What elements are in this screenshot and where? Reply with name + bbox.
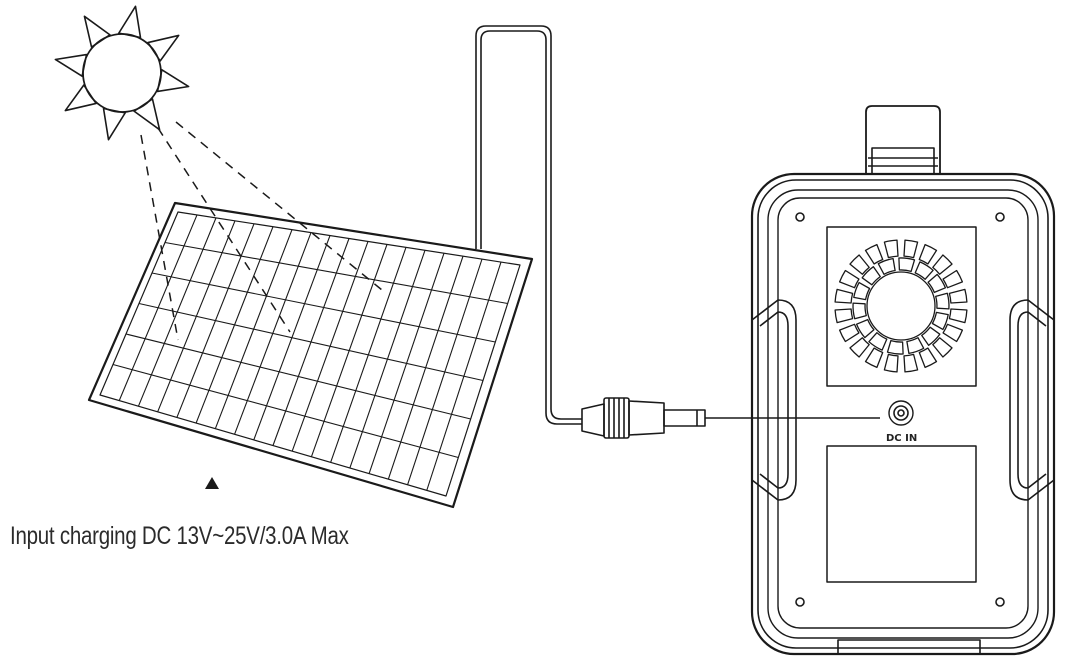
fan-vent: [931, 311, 949, 331]
fan-vent: [849, 337, 870, 358]
fan-vent: [942, 269, 964, 289]
fan-vent: [903, 353, 919, 373]
fan-vent: [914, 261, 934, 280]
fan-vent: [883, 353, 899, 373]
fan-hub: [866, 271, 936, 341]
fan-vent: [877, 257, 896, 275]
fan-vent: [948, 288, 968, 304]
fan-vent: [855, 318, 875, 339]
fan-vent: [838, 323, 860, 343]
fan-vent: [864, 243, 884, 265]
fan-vent: [886, 339, 904, 355]
sun-ray: [156, 69, 190, 93]
fan-vent: [852, 302, 867, 320]
fan-vent: [868, 332, 888, 351]
fan-vent: [834, 288, 854, 304]
fan-vent: [903, 239, 919, 259]
sun-ray: [54, 53, 88, 77]
fan-vent: [918, 243, 938, 265]
charging-cable: [475, 25, 582, 425]
fan-vent: [906, 337, 925, 355]
fan-vent: [864, 347, 884, 369]
sun-ray: [64, 84, 97, 112]
sun-ray: [102, 107, 126, 141]
fan-vent: [838, 269, 860, 289]
fan-vent: [918, 347, 938, 369]
panel-cell-line: [125, 333, 471, 420]
sun-ray: [118, 5, 142, 39]
sun-ray: [133, 98, 161, 131]
panel-cell-line: [151, 272, 496, 343]
fan-vent: [921, 326, 941, 346]
triangle-marker-icon: [205, 477, 219, 489]
fan-vent: [853, 281, 871, 301]
sun-ray: [83, 15, 111, 48]
fan-vent: [861, 266, 881, 286]
sun-icon: [54, 5, 190, 141]
fan-vent: [849, 254, 870, 275]
dc-plug-icon: [581, 397, 880, 439]
fan-vent: [898, 257, 916, 273]
power-station-icon: [750, 105, 1056, 656]
sunlight-rays: [140, 121, 383, 341]
cooling-fan-icon: [834, 239, 968, 373]
charging-spec-caption: Input charging DC 13V~25V/3.0A Max: [10, 522, 349, 550]
panel-cell-line: [164, 241, 508, 305]
panel-cell-line: [112, 363, 459, 459]
panel-cell-line: [138, 302, 484, 382]
solar-panel-icon: [87, 201, 534, 509]
fan-vent: [932, 337, 953, 358]
sun-ray: [147, 34, 180, 62]
fan-vent: [942, 323, 964, 343]
fan-vent: [948, 308, 968, 324]
fan-vent: [883, 239, 899, 259]
fan-vent: [932, 254, 953, 275]
dc-in-label: DC IN: [886, 433, 917, 444]
fan-vent: [927, 273, 947, 294]
fan-vent: [834, 308, 854, 324]
fan-vent: [935, 292, 950, 310]
